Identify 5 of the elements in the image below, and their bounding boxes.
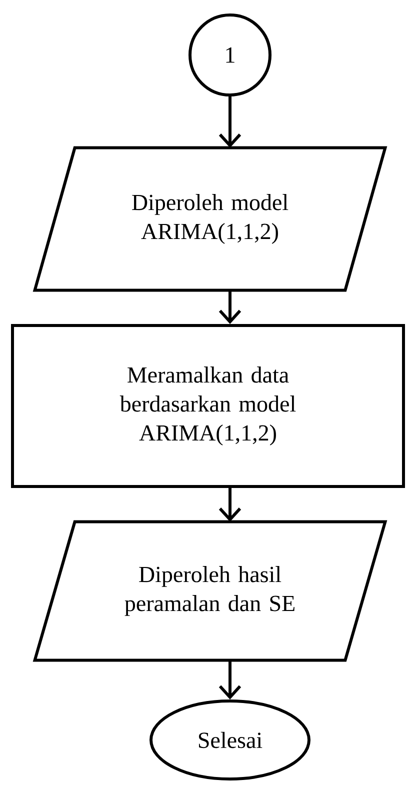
arrow	[218, 660, 242, 700]
arrow	[218, 96, 242, 148]
process-box: Meramalkan data berdasarkan model ARIMA(1,1,2)	[11, 324, 405, 488]
arrow	[218, 290, 242, 324]
arrow	[218, 488, 242, 522]
